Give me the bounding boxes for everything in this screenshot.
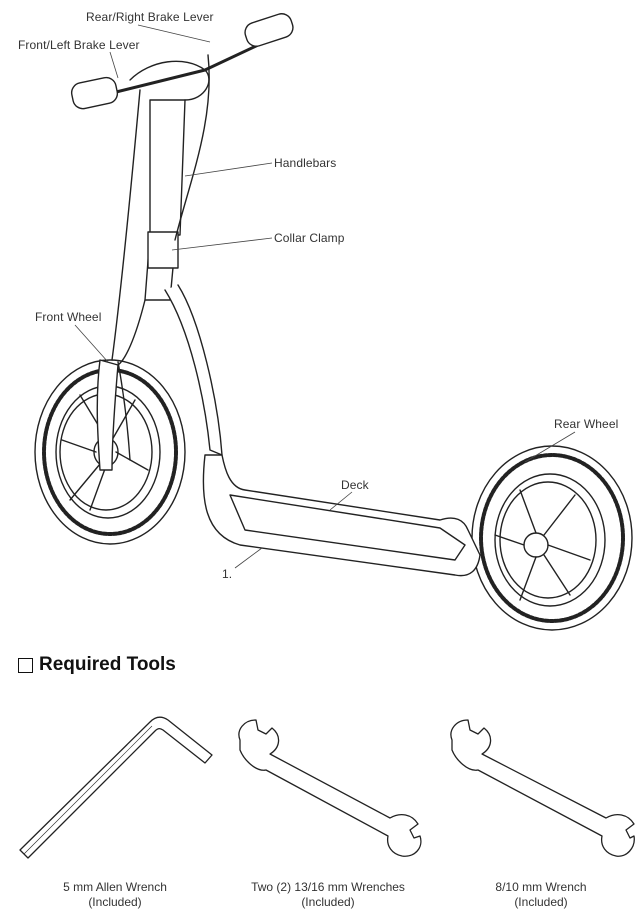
open-end-wrench-icon [450,719,635,857]
checkbox-icon [18,657,33,673]
collar-clamp-label: Collar Clamp [274,231,345,245]
tools-illustrations [19,716,635,859]
tool-name: 8/10 mm Wrench [495,880,587,894]
tool-caption-8-10-wrench: 8/10 mm Wrench (Included) [441,880,640,910]
required-tools-title: Required Tools [39,654,176,675]
tool-name: 5 mm Allen Wrench [63,880,167,894]
tool-name: Two (2) 13/16 mm Wrenches [251,880,405,894]
open-end-wrench-icon [238,719,422,857]
rear-wheel-label: Rear Wheel [554,417,619,431]
front-brake-lever-label: Front/Left Brake Lever [18,38,140,52]
tool-note: (Included) [88,895,142,909]
figure-number: 1. [222,567,233,581]
tool-caption-allen: 5 mm Allen Wrench (Included) [15,880,215,910]
front-wheel-label: Front Wheel [35,310,102,324]
rear-wheel [471,445,633,631]
rear-brake-lever-label: Rear/Right Brake Lever [86,10,214,24]
scooter-diagram [34,13,633,631]
tool-note: (Included) [301,895,355,909]
allen-wrench-icon [19,716,213,859]
tool-note: (Included) [514,895,568,909]
required-tools-heading: Required Tools [18,654,176,676]
deck-label: Deck [341,478,369,492]
tool-caption-wrenches: Two (2) 13/16 mm Wrenches (Included) [228,880,428,910]
handlebars-label: Handlebars [274,156,337,170]
